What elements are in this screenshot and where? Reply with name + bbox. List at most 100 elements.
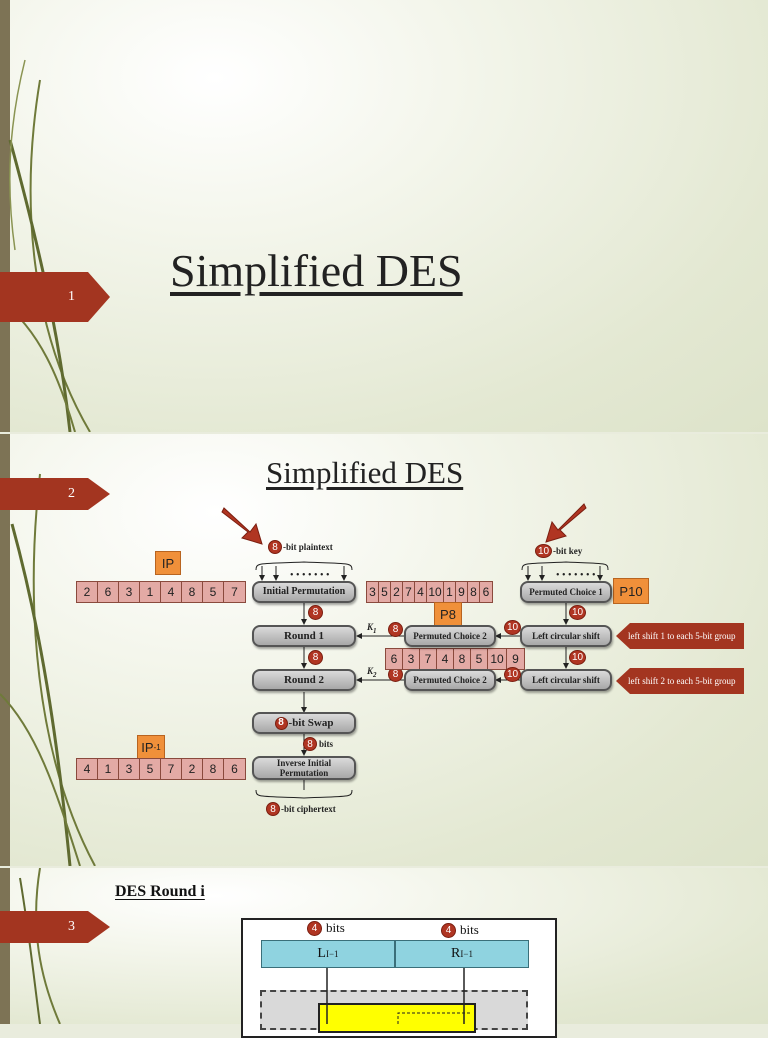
- bits-label: bits: [319, 739, 334, 749]
- ipinv-table: 4 1 3 5 7 2 8 6: [76, 758, 246, 780]
- pc2-box-1: Permuted Choice 2: [404, 625, 496, 647]
- diagram-connectors: • • • • • • • • • • • • • •: [221, 503, 609, 799]
- right-bits-badge: 4: [441, 923, 456, 938]
- p10-cell: 1: [444, 582, 456, 602]
- ip-cell: 1: [140, 582, 161, 602]
- bits-badge: 10: [569, 650, 586, 665]
- plaintext-bits-badge: 8: [268, 540, 282, 554]
- inverse-ip-box: Inverse Initial Permutation: [252, 756, 356, 780]
- shift-2-note: left shift 2 to each 5-bit group: [616, 668, 744, 694]
- left-bits-badge: 4: [307, 921, 322, 936]
- ip-table: 2 6 3 1 4 8 5 7: [76, 581, 246, 603]
- ip-label: IP: [155, 551, 181, 575]
- slide-left-bar: [0, 434, 10, 866]
- ipinv-sup: -1: [153, 742, 161, 752]
- k1-text: K: [367, 622, 374, 632]
- slide-number-badge: 1: [0, 272, 110, 322]
- p8-cell: 9: [507, 649, 524, 669]
- ipinv-cell: 3: [119, 759, 140, 779]
- bits-badge: 8: [308, 650, 323, 665]
- ipinv-cell: 6: [224, 759, 245, 779]
- swap-bits-badge: 8: [274, 716, 288, 730]
- plaintext-label: -bit plaintext: [283, 542, 333, 552]
- slide-number-badge: 3: [0, 911, 110, 943]
- right-bits-label: bits: [460, 922, 479, 937]
- ipinv-cell: 5: [140, 759, 161, 779]
- ciphertext-label: -bit ciphertext: [281, 804, 336, 814]
- initial-permutation-box: Initial Permutation: [252, 581, 356, 603]
- bits-badge: 10: [569, 605, 586, 620]
- svg-text:• • • • • • •: • • • • • • •: [290, 570, 330, 581]
- ip-cell: 7: [224, 582, 245, 602]
- ip-cell: 3: [119, 582, 140, 602]
- left-bits-label: bits: [326, 920, 345, 935]
- ipinv-cell: 4: [77, 759, 98, 779]
- p10-table: 3 5 2 7 4 10 1 9 8 6: [366, 581, 493, 603]
- p10-cell: 6: [480, 582, 492, 602]
- ipinv-cell: 8: [203, 759, 224, 779]
- k2-sub: 2: [373, 670, 377, 679]
- p10-cell: 2: [391, 582, 403, 602]
- p10-cell: 3: [367, 582, 379, 602]
- lcs-box-2: Left circular shift: [520, 669, 612, 691]
- key-label: -bit key: [553, 546, 583, 556]
- p10-label: P10: [613, 578, 649, 604]
- p8-cell: 10: [488, 649, 507, 669]
- key-bits-badge: 10: [535, 544, 552, 558]
- k1-sub: 1: [373, 626, 377, 635]
- ipinv-cell: 2: [182, 759, 203, 779]
- l-label: L: [317, 946, 326, 961]
- bit-swap-box: 8-bit Swap: [252, 712, 356, 734]
- p10-cell: 9: [456, 582, 468, 602]
- shift-1-note: left shift 1 to each 5-bit group: [616, 623, 744, 649]
- slide-left-bar: [0, 868, 10, 1024]
- k2-label: K2: [367, 666, 377, 679]
- ip-cell: 8: [182, 582, 203, 602]
- swap-label: -bit Swap: [288, 717, 334, 729]
- bits-badge: 10: [504, 667, 521, 682]
- ipinv-label-text: IP: [141, 739, 154, 755]
- bits-badge: 8: [388, 622, 403, 637]
- p10-cell: 4: [415, 582, 427, 602]
- p10-cell: 7: [403, 582, 415, 602]
- ciphertext-bits-badge: 8: [266, 802, 280, 816]
- p8-table: 6 3 7 4 8 5 10 9: [385, 648, 525, 670]
- p10-cell: 10: [427, 582, 444, 602]
- pc1-box: Permuted Choice 1: [520, 581, 612, 603]
- slide-left-bar: [0, 0, 10, 432]
- p8-cell: 7: [420, 649, 437, 669]
- bits-badge: 8: [308, 605, 323, 620]
- decorative-stems: [19, 868, 61, 1024]
- ip-cell: 4: [161, 582, 182, 602]
- p10-cell: 8: [468, 582, 480, 602]
- p8-cell: 3: [403, 649, 420, 669]
- ip-cell: 6: [98, 582, 119, 602]
- p8-label: P8: [434, 602, 462, 626]
- slide-title: Simplified DES: [170, 245, 463, 296]
- slide-title: DES Round i: [115, 883, 205, 900]
- decorative-stems: [0, 473, 96, 866]
- p10-cell: 5: [379, 582, 391, 602]
- ip-cell: 2: [77, 582, 98, 602]
- bits-badge: 10: [504, 620, 521, 635]
- round-1-box: Round 1: [252, 625, 356, 647]
- ipinv-cell: 1: [98, 759, 119, 779]
- ipinv-label: IP-1: [137, 735, 165, 759]
- p8-cell: 5: [471, 649, 488, 669]
- slide-2: 2: [0, 434, 768, 866]
- lcs-box-1: Left circular shift: [520, 625, 612, 647]
- svg-text:• • • • • • •: • • • • • • •: [556, 570, 596, 581]
- k1-label: K1: [367, 622, 377, 635]
- pc2-box-2: Permuted Choice 2: [404, 669, 496, 691]
- slide-1: 1 Simplified DES: [0, 0, 768, 432]
- slide-number-badge: 2: [0, 478, 110, 510]
- bits-badge: 8: [388, 667, 403, 682]
- ipinv-cell: 7: [161, 759, 182, 779]
- ip-cell: 5: [203, 582, 224, 602]
- p8-cell: 8: [454, 649, 471, 669]
- l-sub: I−1: [325, 949, 339, 959]
- round-2-box: Round 2: [252, 669, 356, 691]
